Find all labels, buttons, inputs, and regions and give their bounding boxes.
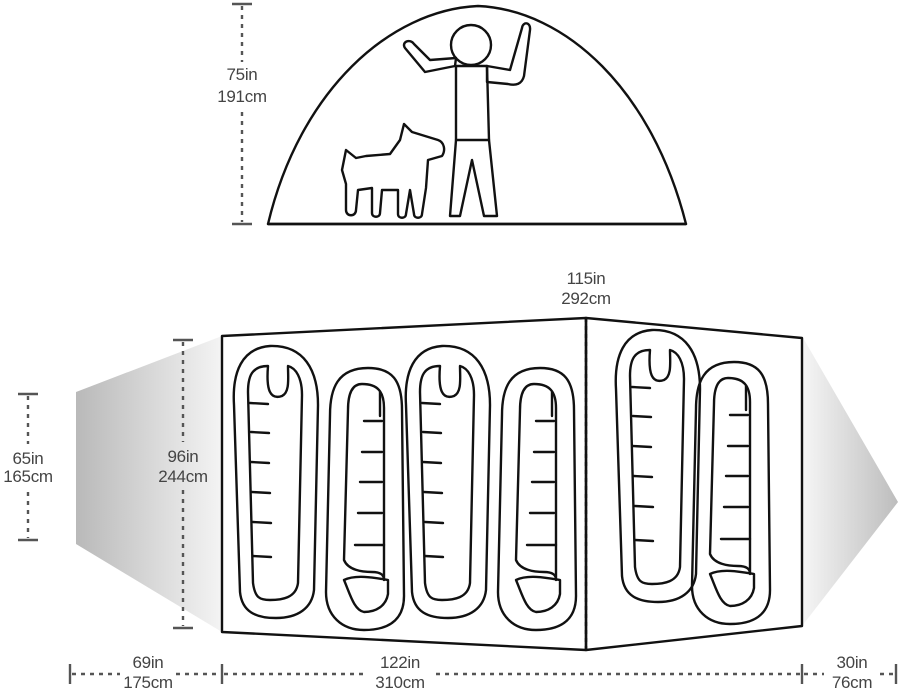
sleeping-bag-icon [232,344,320,620]
floor-length-cm: 292cm [561,289,611,308]
dog-icon [340,122,446,219]
peak-height-dimension: 75in 191cm [217,2,267,226]
vestibule-width-cm: 165cm [3,467,53,486]
tent-side-view [266,4,688,226]
floor-width-dimension: 96in 244cm [158,338,208,630]
floor-length-in: 115in [567,269,606,288]
sleeping-bag-icon [614,328,702,604]
sleeping-bag-icon [324,366,406,632]
vestibule-width-in: 65in [13,449,44,468]
left-vestibule-depth-cm: 175cm [123,673,173,692]
peak-height-in: 75in [227,65,258,84]
person-arms-raised-icon [402,22,532,218]
floor-width-in: 96in [168,447,199,466]
sleeping-bag-icon [496,366,578,632]
floor-length-dimension: 115in 292cm [561,269,611,308]
sleeping-bag-icon [690,360,772,626]
right-vestibule-depth-cm: 76cm [832,673,873,692]
floor-plan [220,316,804,652]
vestibule-right [802,336,898,626]
peak-height-cm: 191cm [217,87,267,106]
floor-width-cm: 244cm [158,467,208,486]
vestibule-left [76,336,222,632]
sleeping-bag-icon [404,344,492,620]
sleeping-bags [232,328,772,632]
body-length-in: 122in [380,653,420,672]
right-vestibule-depth-in: 30in [837,653,868,672]
vestibule-width-dimension: 65in 165cm [3,392,53,542]
body-length-cm: 310cm [375,673,425,692]
left-vestibule-depth-in: 69in [133,653,164,672]
length-dimension-line: 69in 175cm 122in 310cm 30in 76cm [68,653,898,692]
